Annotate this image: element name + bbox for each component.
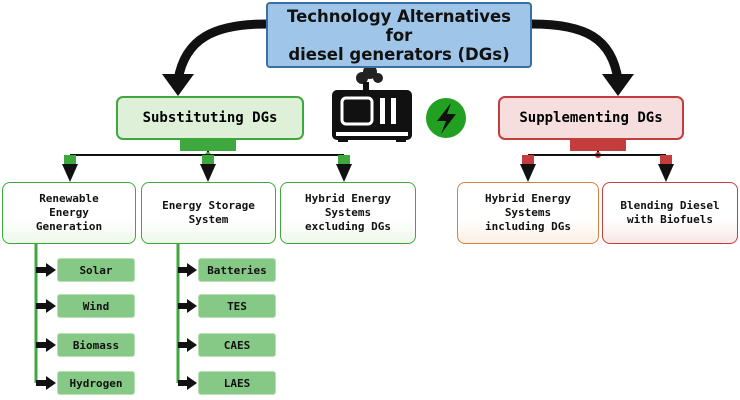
category-line: with Biofuels bbox=[626, 213, 714, 226]
diesel-generator-icon bbox=[332, 65, 412, 142]
category-line: excluding DGs bbox=[304, 220, 392, 233]
curved-arrow-left bbox=[173, 19, 267, 81]
leaf-biomass: Biomass bbox=[57, 333, 135, 357]
curved-arrow-left-head bbox=[162, 74, 194, 96]
renewable-branch-arrow-2 bbox=[36, 299, 56, 313]
curved-arrow-right-head bbox=[602, 74, 634, 96]
category-line: System bbox=[188, 213, 229, 226]
sub-down-arrow-2 bbox=[200, 155, 216, 182]
category-line: Renewable bbox=[39, 192, 99, 205]
sub-down-arrow-3 bbox=[336, 155, 352, 182]
leaf-batteries: Batteries bbox=[198, 258, 276, 282]
leaf-laes: LAES bbox=[198, 371, 276, 395]
leaf-wind: Wind bbox=[57, 294, 135, 318]
sup-connector-bar bbox=[570, 140, 626, 151]
substituting-dgs-box: Substituting DGs bbox=[116, 96, 304, 140]
category-line: Generation bbox=[35, 220, 103, 233]
storage-branch-arrow-1 bbox=[178, 263, 197, 277]
sub-down-arrow-1 bbox=[62, 155, 78, 182]
title-line-1: Technology Alternatives bbox=[287, 6, 511, 26]
title-line-2: for bbox=[385, 25, 413, 45]
supplementing-dgs-box: Supplementing DGs bbox=[498, 96, 684, 140]
category-line: Systems bbox=[504, 206, 552, 219]
title-line-3: diesel generators (DGs) bbox=[288, 44, 510, 64]
leaf-solar: Solar bbox=[57, 258, 135, 282]
storage-branch-arrow-4 bbox=[178, 376, 197, 390]
category-line: Blending Diesel bbox=[620, 199, 720, 212]
leaf-hydrogen: Hydrogen bbox=[57, 371, 135, 395]
diagram-title: Technology Alternatives for diesel gener… bbox=[266, 2, 532, 68]
category-line: Energy Storage bbox=[162, 199, 255, 212]
storage-branch-arrow-3 bbox=[178, 338, 197, 352]
leaf-tes: TES bbox=[198, 294, 276, 318]
category-hybrid-excluding-dgs: Hybrid Energy Systems excluding DGs bbox=[280, 182, 416, 244]
renewable-branch-arrow-4 bbox=[36, 376, 56, 390]
category-line: Energy bbox=[49, 206, 89, 219]
category-hybrid-including-dgs: Hybrid Energy Systems including DGs bbox=[457, 182, 599, 244]
renewable-branch-arrow-3 bbox=[36, 338, 56, 352]
category-line: Hybrid Energy bbox=[304, 192, 392, 205]
lightning-bolt-icon bbox=[426, 98, 466, 138]
curved-arrow-right bbox=[531, 19, 623, 81]
renewable-branch-arrow-1 bbox=[36, 263, 56, 277]
storage-branch-arrow-2 bbox=[178, 299, 197, 313]
sup-down-arrow-2 bbox=[658, 155, 674, 182]
category-blending-diesel: Blending Diesel with Biofuels bbox=[602, 182, 738, 244]
sup-down-arrow-1 bbox=[520, 155, 536, 182]
category-line: including DGs bbox=[484, 220, 572, 233]
category-renewable-energy: Renewable Energy Generation bbox=[2, 182, 136, 244]
category-line: Systems bbox=[324, 206, 372, 219]
supplementing-dgs-label: Supplementing DGs bbox=[519, 110, 663, 126]
category-line: Hybrid Energy bbox=[484, 192, 572, 205]
leaf-caes: CAES bbox=[198, 333, 276, 357]
category-energy-storage: Energy Storage System bbox=[141, 182, 276, 244]
substituting-dgs-label: Substituting DGs bbox=[142, 110, 278, 126]
sub-connector-bar bbox=[180, 140, 236, 151]
